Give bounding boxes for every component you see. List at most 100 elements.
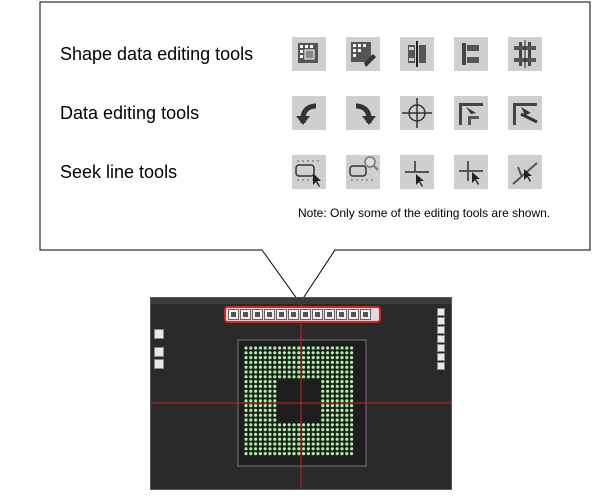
ball-dot [297,447,301,451]
ball-dot [249,447,253,451]
crosshair-icon[interactable] [400,96,434,130]
align-left-icon[interactable] [454,37,488,71]
right-tool-zoom-in-icon[interactable] [437,308,445,316]
ball-dot [292,423,296,427]
ball-dot [273,351,277,355]
ball-dot [345,447,349,451]
ball-dot [321,423,325,427]
ball-dot [263,447,267,451]
right-tool-zoom-out-icon[interactable] [437,317,445,325]
ball-dot [316,423,320,427]
ball-dot [321,447,325,451]
ball-dot [321,437,325,441]
ball-dot [340,408,344,412]
ball-dot [302,365,306,369]
ball-dot [268,428,272,432]
right-tool-layers-icon[interactable] [437,344,445,352]
ball-dot [316,356,320,360]
toolbar-hand-icon[interactable] [360,309,371,320]
toolbar-list-icon[interactable] [228,309,239,320]
ball-dot [278,346,282,350]
corner-arrow-icon[interactable] [454,96,488,130]
ball-dot [282,365,286,369]
toolbar-pattern-icon[interactable] [264,309,275,320]
ball-dot [244,375,248,379]
toolbar-grid-icon[interactable] [252,309,263,320]
right-tool-view-icon[interactable] [437,353,445,361]
ball-dot [282,447,286,451]
ball-dot [244,384,248,388]
left-tool-pattern-icon[interactable] [154,347,164,357]
select-rect-icon[interactable] [292,155,326,189]
ball-dot [345,418,349,422]
ball-dot [330,380,334,384]
seek-vertical-icon[interactable] [400,155,434,189]
ball-dot [335,365,339,369]
shape-data-editing-label: Shape data editing tools [60,44,254,64]
left-tool-pattern-alt-icon[interactable] [154,359,164,369]
seek-horizontal-icon[interactable] [454,155,488,189]
toolbar-crosshair-icon[interactable] [348,309,359,320]
right-tool-zoom-area-icon[interactable] [437,335,445,343]
ball-dot [350,452,354,456]
toolbar-grid-edit-icon[interactable] [276,309,287,320]
toolbar-split-icon[interactable] [288,309,299,320]
rotate-right-icon[interactable] [346,96,380,130]
center-align-icon[interactable] [508,37,542,71]
seek-diagonal-icon[interactable] [508,155,542,189]
toolbar-rotate-left-icon[interactable] [324,309,335,320]
select-zoom-icon[interactable] [346,155,380,189]
ball-dot [345,442,349,446]
ball-dot [268,389,272,393]
ball-dot [287,356,291,360]
ball-dot [263,437,267,441]
ball-dot [273,356,277,360]
ball-dot [282,442,286,446]
ball-dot [263,418,267,422]
toolbar-corner-diagonal-icon[interactable] [312,309,323,320]
ball-dot [297,432,301,436]
ball-dot [282,375,286,379]
rotate-left-icon[interactable] [292,96,326,130]
ball-dot [249,370,253,374]
ball-dot [330,432,334,436]
right-tool-export-icon[interactable] [437,362,445,370]
ball-dot [335,346,339,350]
ball-dot [282,346,286,350]
ball-dot [345,428,349,432]
ball-dot [258,360,262,364]
ball-dot [258,418,262,422]
ball-dot [316,370,320,374]
ball-dot [321,408,325,412]
ball-dot [316,437,320,441]
ball-dot [254,432,258,436]
ball-dot [268,360,272,364]
ball-dot [297,375,301,379]
toolbar-corner-arrow-icon[interactable] [300,309,311,320]
split-vertical-icon[interactable] [400,37,434,71]
ball-dot [297,370,301,374]
ball-dot [330,389,334,393]
ball-dot [335,437,339,441]
ball-dot [263,360,267,364]
inspection-canvas[interactable] [151,298,451,489]
corner-diagonal-icon[interactable] [508,96,542,130]
right-tool-zoom-fit-icon[interactable] [437,326,445,334]
ball-dot [244,380,248,384]
ball-dot [273,399,277,403]
grid-edit-icon[interactable] [346,37,380,71]
ball-dot [335,370,339,374]
ball-dot [263,428,267,432]
ball-dot [350,346,354,350]
toolbar-rotate-right-icon[interactable] [336,309,347,320]
grid-add-icon[interactable] [292,37,326,71]
ball-dot [302,360,306,364]
toolbar-copy-icon[interactable] [240,309,251,320]
ball-dot [326,370,330,374]
left-tool-grid-icon[interactable] [154,329,164,339]
ball-dot [316,447,320,451]
ball-dot [273,447,277,451]
ball-dot [258,399,262,403]
ball-dot [258,380,262,384]
ball-dot [311,432,315,436]
